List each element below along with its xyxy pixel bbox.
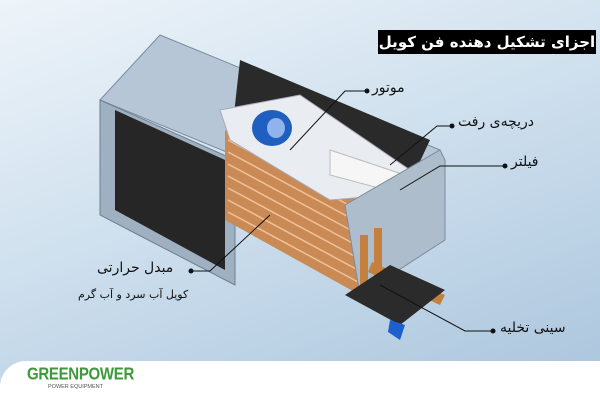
footer <box>0 361 600 400</box>
logo-name: GREENPOWER <box>27 364 135 385</box>
logo-tagline: POWER EQUIPMENT <box>48 384 104 390</box>
label-filter: فیلتر <box>511 154 539 170</box>
label-supply-grille: دریچه‌ی رفت <box>458 114 535 130</box>
label-heat-exchanger: مبدل حرارتی <box>97 260 174 276</box>
greenpower-logo: GREENPOWER POWER EQUIPMENT <box>27 364 134 390</box>
label-motor: موتور <box>372 80 405 96</box>
label-drain-pan: سینی تخلیه <box>500 320 566 336</box>
page-title: اجزای تشکیل دهنده فن کویل <box>378 30 596 54</box>
front-frame <box>344 149 446 296</box>
side-filter-mesh <box>115 110 225 270</box>
drain-pan-shape <box>345 265 445 325</box>
label-heat-exchanger-sub: کویل آب سرد و آب گرم <box>78 288 189 301</box>
